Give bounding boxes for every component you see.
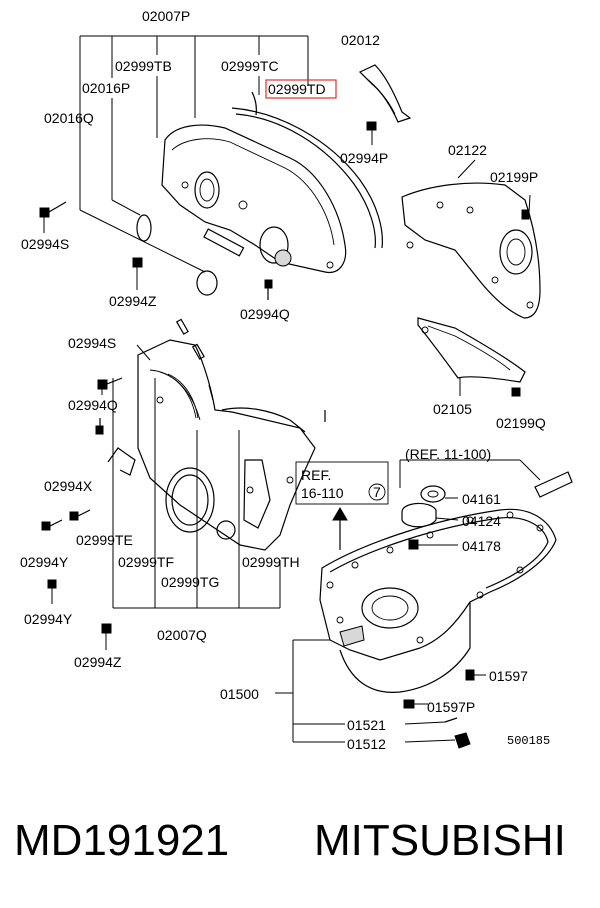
oil-pan-group (275, 194, 573, 749)
oil-pan (319, 508, 557, 661)
cap-04124 (401, 502, 437, 528)
ref-box-16-110 (295, 461, 389, 505)
label-01597P: 01597P (427, 699, 475, 715)
gasket-04161 (420, 485, 446, 503)
label-01500: 01500 (220, 686, 259, 702)
plug-02016Q (136, 214, 152, 242)
gasket-strip (231, 107, 383, 249)
dipstick-tube (534, 471, 573, 498)
plug-02994Z (196, 270, 218, 296)
label-02999TH: 02999TH (242, 554, 300, 570)
bolt-02994Y (47, 579, 57, 589)
ref-11-100: (REF. 11-100) (405, 446, 491, 462)
bolt-02994Q-b (95, 418, 104, 435)
label-02105: 02105 (433, 401, 472, 417)
brand-name: MITSUBISHI (314, 816, 566, 865)
bolt-02994X-a (41, 519, 63, 531)
label-02994X: 02994X (44, 478, 93, 494)
bolt-02994S-b (97, 377, 123, 390)
label-02999TD: 02999TD (268, 81, 326, 97)
bolt-02994S-a (39, 201, 67, 218)
label-02994Q-b: 02994Q (68, 397, 118, 413)
bolts (39, 201, 273, 650)
label-02199P: 02199P (490, 169, 538, 185)
plate-02122 (401, 182, 541, 319)
lower-timing-cover (137, 339, 316, 551)
label-02994P: 02994P (340, 150, 388, 166)
caption: MD191921 MITSUBISHI (14, 816, 566, 865)
cover-02105 (417, 317, 526, 383)
label-01512: 01512 (347, 736, 386, 752)
bolt-02994Q-a (264, 279, 273, 300)
label-02012: 02012 (341, 32, 380, 48)
label-02016Q: 02016Q (44, 110, 94, 126)
upper-timing-cover-group (79, 35, 383, 296)
label-04178: 04178 (462, 538, 501, 554)
part-labels: 02007P 02999TB 02999TC 02999TD 02016P 02… (20, 8, 550, 752)
label-02994Z-a: 02994Z (109, 293, 157, 309)
label-04124: 04124 (462, 513, 501, 529)
label-02122: 02122 (448, 142, 487, 158)
part-number: MD191921 (14, 816, 229, 865)
ref-16-110-line2: 16-110 (301, 485, 344, 501)
label-02994Z-b: 02994Z (74, 654, 122, 670)
label-02994S-b: 02994S (68, 335, 116, 351)
label-02994Y-b: 02994Y (24, 611, 73, 627)
label-01521: 01521 (347, 717, 386, 733)
label-02007Q: 02007Q (157, 627, 207, 643)
bolt-02994Z-b (101, 623, 112, 634)
label-02199Q: 02199Q (496, 415, 546, 431)
label-02016P: 02016P (82, 80, 130, 96)
bolt-02994X-b (69, 509, 91, 521)
cover-02105-group (417, 317, 526, 397)
label-02994Q-a: 02994Q (240, 306, 290, 322)
ref-16-110-line1: REF. (301, 467, 331, 483)
label-02999TB: 02999TB (115, 58, 172, 74)
highlight-box-02999TD (265, 79, 337, 99)
label-04161: 04161 (462, 491, 501, 507)
label-02007P: 02007P (142, 8, 190, 24)
label-02999TE: 02999TE (76, 532, 133, 548)
label-02994Y-a: 02994Y (20, 554, 69, 570)
label-02999TF: 02999TF (118, 554, 174, 570)
label-02999TG: 02999TG (161, 574, 219, 590)
lower-timing-cover-group (107, 318, 326, 609)
bracket-02012-group (358, 64, 412, 145)
bracket-02012 (358, 64, 412, 123)
upper-timing-cover (161, 124, 347, 273)
plate-02122-group (401, 159, 541, 319)
bolt-02994Z-a (132, 257, 143, 268)
label-02994S-a: 02994S (21, 236, 69, 252)
ref-16-110-circle: 7 (373, 484, 381, 500)
figure-number: 500185 (507, 734, 550, 748)
label-02999TC: 02999TC (221, 58, 279, 74)
label-01597: 01597 (489, 668, 528, 684)
